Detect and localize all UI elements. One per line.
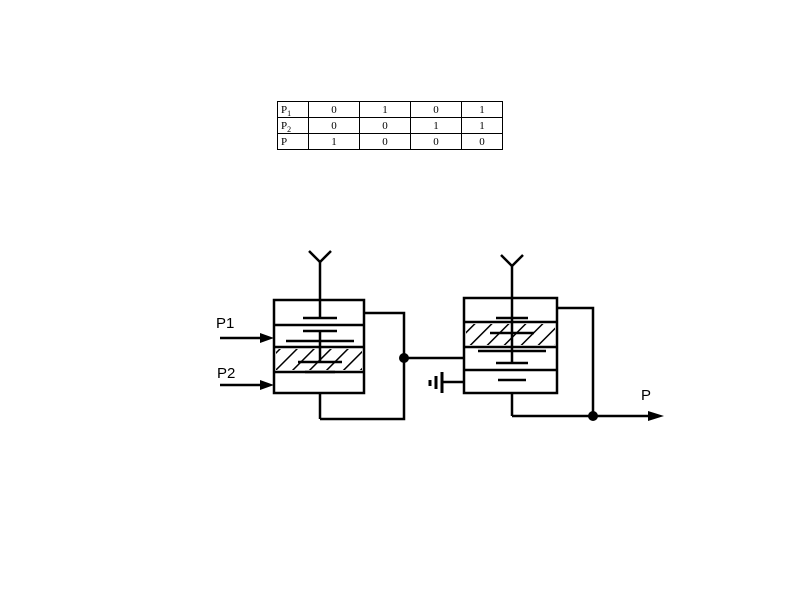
junction-dot <box>588 411 598 421</box>
input-arrow-1 <box>260 333 274 343</box>
output-label: P <box>641 387 651 404</box>
supply-symbol <box>308 250 332 318</box>
table-cell: 0 <box>461 133 503 150</box>
truth-table-row-p: P 1 0 0 0 <box>277 133 503 150</box>
relay-element-1 <box>272 250 366 419</box>
truth-table-row-p2: P2 0 0 1 1 <box>277 117 503 134</box>
input-1-label: P1 <box>216 315 234 332</box>
junction-dot <box>399 353 409 363</box>
truth-table: P1 0 1 0 1 P2 0 0 1 1 P 1 0 0 0 <box>277 101 503 150</box>
input-arrow-2 <box>260 380 274 390</box>
exhaust-symbol <box>428 372 464 393</box>
output-arrow <box>648 411 664 421</box>
output-pipe <box>512 306 650 418</box>
relay-element-2 <box>462 254 559 416</box>
input-2-label: P2 <box>217 365 235 382</box>
supply-symbol <box>500 254 524 318</box>
connection-pipe <box>320 311 464 421</box>
membrane <box>466 324 555 345</box>
